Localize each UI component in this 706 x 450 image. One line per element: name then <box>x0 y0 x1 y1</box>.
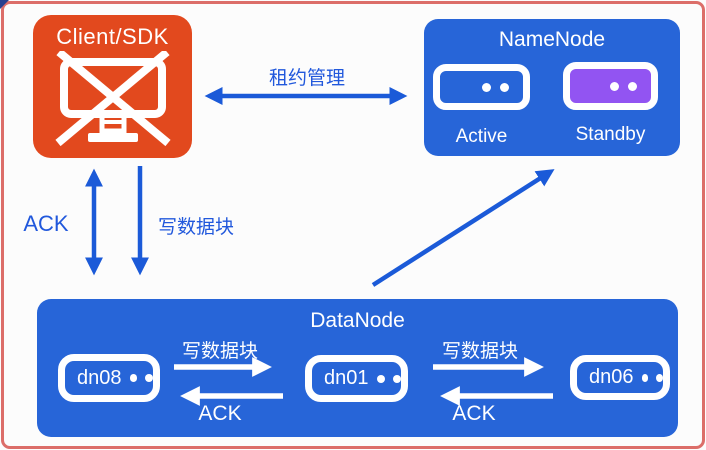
namenode-box: NameNode Active Standby <box>424 19 680 156</box>
pipeline2-ack-label: ACK <box>452 402 496 425</box>
server-led-dot <box>610 81 619 91</box>
standby-label: Standby <box>575 124 646 145</box>
datanode-report-arrow <box>371 169 555 287</box>
standby-server-icon <box>563 62 658 110</box>
pipeline2-write-label: 写数据块 <box>441 341 518 362</box>
server-led-dot <box>376 374 385 383</box>
server-led-dot <box>641 373 649 382</box>
pipeline1-write-label: 写数据块 <box>181 341 258 362</box>
datanode-dn06-label: dn06 <box>589 366 634 388</box>
server-led-dot <box>482 82 491 92</box>
datanode-dn01: dn01 <box>305 355 408 402</box>
client-sdk-box: Client/SDK <box>33 15 192 158</box>
datanode-dn08-label: dn08 <box>77 366 122 389</box>
server-led-dot <box>656 373 663 382</box>
active-server-icon <box>433 64 530 110</box>
active-label: Active <box>455 126 508 147</box>
corner-artifact <box>0 0 9 9</box>
server-led-dot <box>129 374 138 382</box>
pipeline1-ack-label: ACK <box>198 402 242 425</box>
client-ack-label: ACK <box>23 211 69 236</box>
datanode-box: DataNode dn08 dn01 dn06 写数据块 ACK 写数据块 AC… <box>37 299 678 437</box>
client-sdk-title: Client/SDK <box>56 24 169 49</box>
datanode-title: DataNode <box>310 309 405 332</box>
datanode-dn06: dn06 <box>570 355 670 400</box>
monitor-crossed-icon <box>54 51 171 147</box>
server-led-dot <box>145 374 153 382</box>
server-led-dot <box>392 374 401 383</box>
server-led-dot <box>628 81 637 91</box>
client-write-label: 写数据块 <box>157 217 234 238</box>
lease-label: 租约管理 <box>268 68 345 89</box>
datanode-dn08: dn08 <box>58 354 160 402</box>
server-led-dot <box>500 82 509 92</box>
namenode-title: NameNode <box>498 28 606 51</box>
datanode-dn01-label: dn01 <box>324 367 369 389</box>
